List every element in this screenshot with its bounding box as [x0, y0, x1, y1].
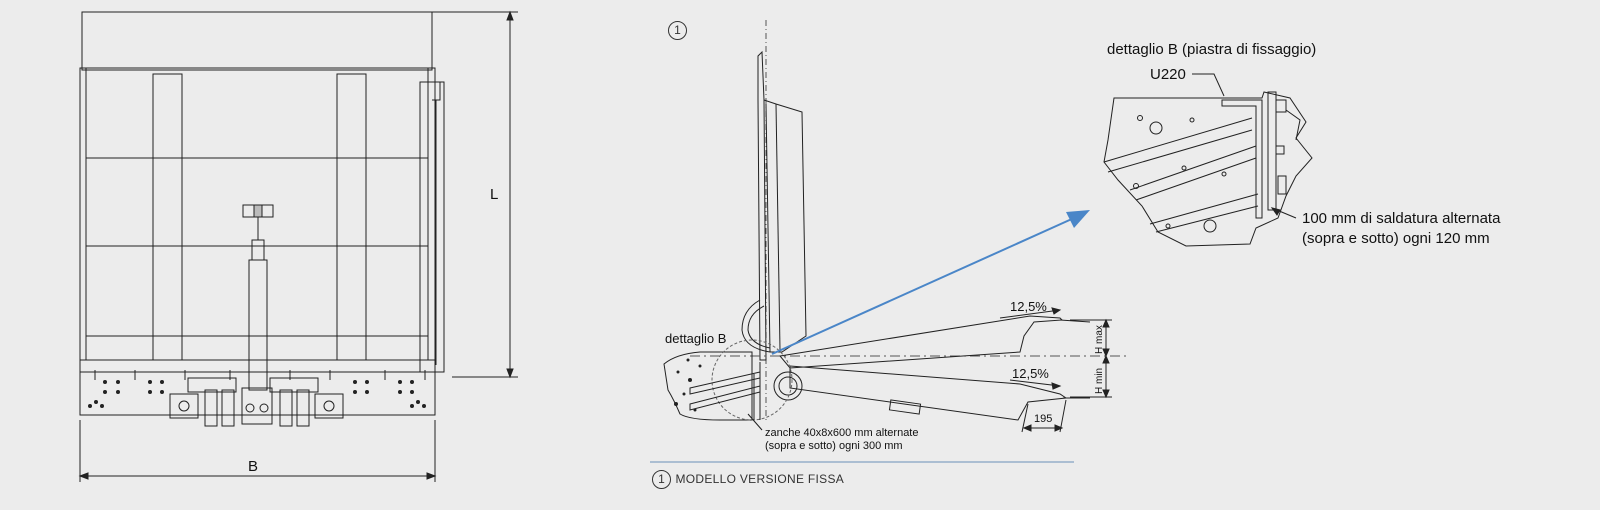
dim-length-label: L [490, 186, 499, 203]
caption-number-circle: 1 [652, 470, 671, 489]
detail-b-label: dettaglio B [665, 331, 727, 346]
zanche-label-line2: (sopra e sotto) ogni 300 mm [765, 440, 903, 452]
beam-right [336, 73, 367, 361]
slope-bottom-label: 12,5% [1012, 366, 1049, 381]
profile-label: U220 [1150, 66, 1186, 83]
detail-b-view [1103, 73, 1313, 247]
zanche-label-line1: zanche 40x8x600 mm alternate [765, 427, 919, 439]
roller-wheel [773, 371, 803, 401]
marker-circle: 1 [668, 21, 687, 40]
marker-number: 1 [668, 21, 687, 40]
weld-label-line1: 100 mm di saldatura alternata [1302, 210, 1501, 227]
cylinder-body [248, 259, 268, 391]
h-min-label: H min [1094, 367, 1105, 394]
dim-195-label: 195 [1034, 413, 1053, 425]
beam-left [152, 73, 183, 361]
side-view [663, 20, 1130, 433]
front-view [78, 10, 518, 482]
detail-b-title: dettaglio B (piastra di fissaggio) [1107, 41, 1317, 58]
h-max-label: H max [1094, 325, 1105, 354]
slope-top-label: 12,5% [1010, 299, 1047, 314]
base-plate [79, 359, 436, 416]
central-hinge [241, 387, 273, 425]
caption-text: MODELLO VERSIONE FISSA [675, 472, 845, 486]
detail-pointer-arrow [771, 210, 1090, 355]
caption: 1 MODELLO VERSIONE FISSA [652, 470, 844, 489]
top-frame [81, 11, 433, 71]
detail-outline [1103, 91, 1313, 247]
weld-label-line2: (sopra e sotto) ogni 120 mm [1302, 230, 1490, 247]
dim-width-label: B [248, 458, 259, 475]
